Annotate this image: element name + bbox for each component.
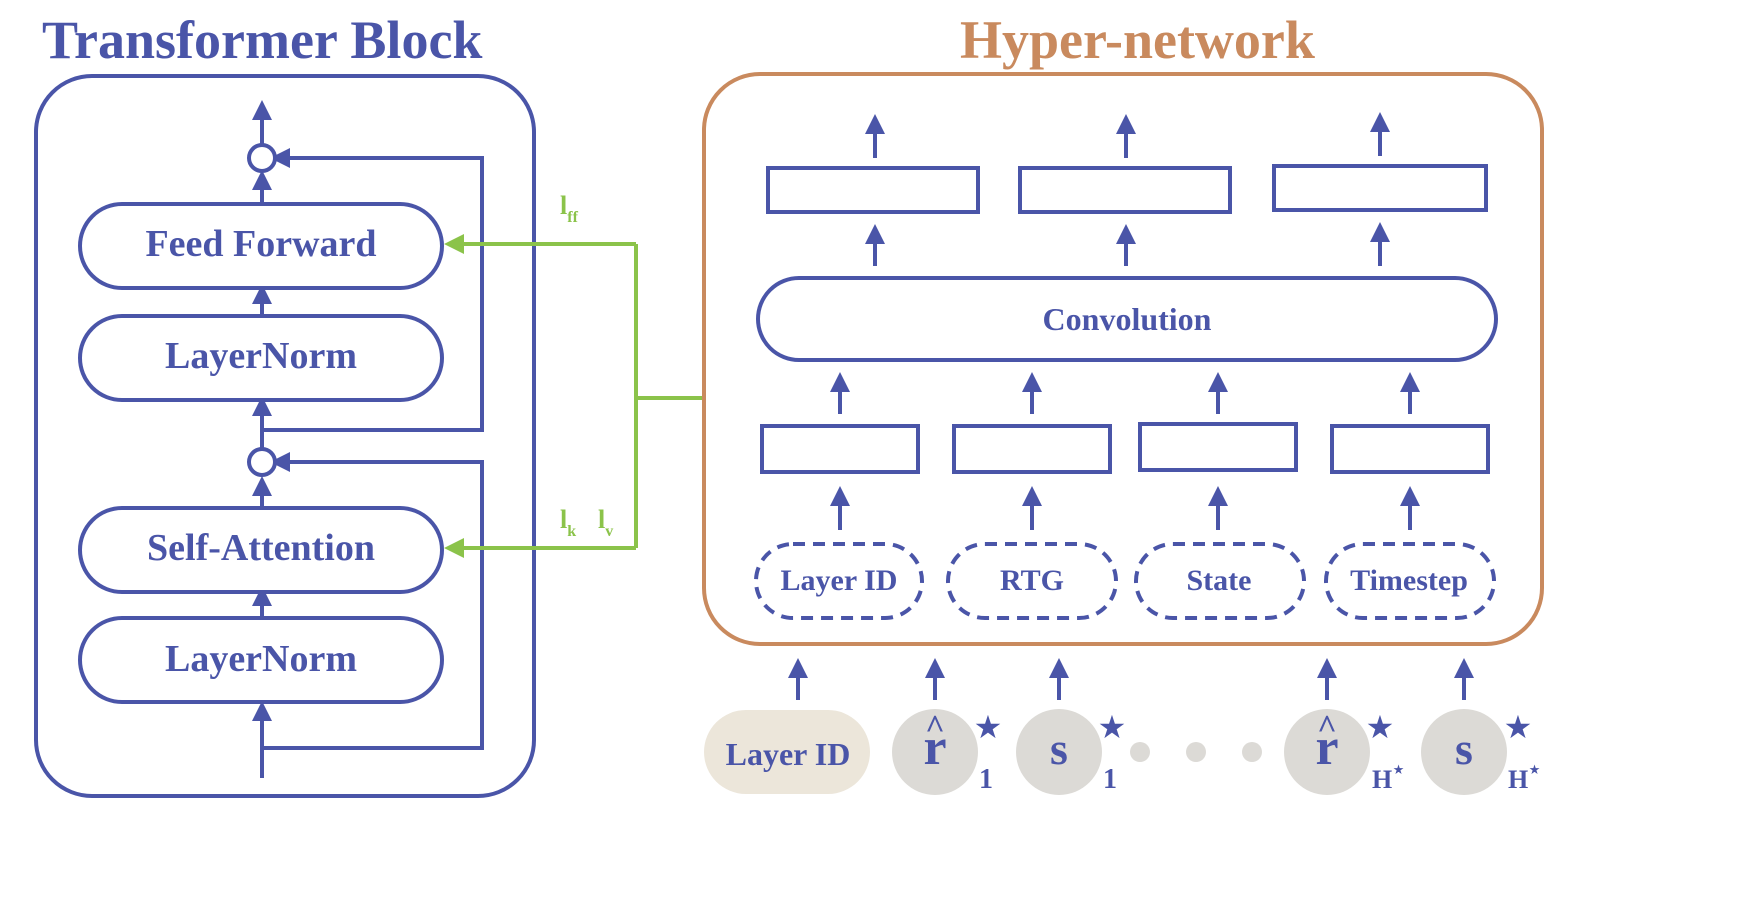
input-node-timestep-label: Timestep: [1350, 564, 1468, 597]
convolution-box: [756, 276, 1498, 362]
transformer-block-title: Transformer Block: [42, 10, 482, 70]
rtg-token-1-hat: ^: [925, 709, 945, 746]
rtg-token-h-star: ★: [1366, 709, 1395, 745]
state-token-1-subscript: 1: [1103, 764, 1117, 795]
input-node-timestep: [1324, 542, 1496, 620]
feed-forward-label: Feed Forward: [145, 223, 376, 265]
rtg-token-h: [1284, 709, 1370, 795]
l-ff-label: lff: [560, 191, 579, 226]
residual-connection-attention: [262, 452, 484, 750]
rtg-token-h-symbol: r: [1315, 719, 1338, 776]
input-node-layer-id-label: Layer ID: [781, 564, 898, 597]
rtg-token-h-hat: ^: [1317, 709, 1337, 746]
add-circle-feedforward: [247, 143, 277, 173]
embed-rect-state: [1138, 422, 1298, 472]
embed-rect-layer-id: [760, 424, 920, 474]
input-node-rtg-label: RTG: [1000, 564, 1064, 597]
output-rect-2: [1018, 166, 1232, 214]
input-node-state: [1134, 542, 1306, 620]
l-k-label: lk: [560, 505, 576, 540]
state-token-h: [1421, 709, 1507, 795]
output-rect-3: [1272, 164, 1488, 212]
layer-id-token: [704, 710, 870, 794]
hyper-network-title: Hyper-network: [960, 10, 1315, 70]
layer-id-token-label: Layer ID: [726, 736, 851, 772]
ellipsis-dot-3: [1242, 742, 1262, 762]
rtg-token-1-subscript: 1: [979, 764, 993, 795]
output-rect-1: [766, 166, 980, 214]
rtg-token-h-subscript: H⋆: [1372, 759, 1405, 794]
l-v-label: lv: [598, 505, 613, 540]
convolution-label: Convolution: [1043, 301, 1212, 337]
ellipsis-dot-2: [1186, 742, 1206, 762]
feed-forward-box: [78, 202, 444, 290]
add-circle-attention: [247, 447, 277, 477]
state-token-h-star: ★: [1504, 709, 1533, 745]
layernorm-top-box: [78, 314, 444, 402]
rtg-token-1-star: ★: [974, 709, 1003, 745]
self-attention-box: [78, 506, 444, 594]
embed-rect-timestep: [1330, 424, 1490, 474]
state-token-1-star: ★: [1098, 709, 1127, 745]
input-node-rtg: [946, 542, 1118, 620]
ellipsis-dot-1: [1130, 742, 1150, 762]
state-token-h-subscript: H⋆: [1508, 759, 1541, 794]
input-node-state-label: State: [1187, 564, 1252, 597]
layernorm-bottom-label: LayerNorm: [165, 638, 357, 680]
rtg-token-1-symbol: r: [923, 719, 946, 776]
state-token-h-symbol: s: [1455, 723, 1473, 774]
input-node-layer-id: [754, 542, 924, 620]
self-attention-label: Self-Attention: [147, 527, 375, 569]
embed-rect-rtg: [952, 424, 1112, 474]
transformer-block-frame: [34, 74, 536, 798]
residual-connection-feedforward: [262, 148, 484, 432]
hyper-network-frame: [702, 72, 1544, 646]
state-token-1-symbol: s: [1050, 723, 1068, 774]
layernorm-bottom-box: [78, 616, 444, 704]
state-token-1: [1016, 709, 1102, 795]
layernorm-top-label: LayerNorm: [165, 335, 357, 377]
rtg-token-1: [892, 709, 978, 795]
